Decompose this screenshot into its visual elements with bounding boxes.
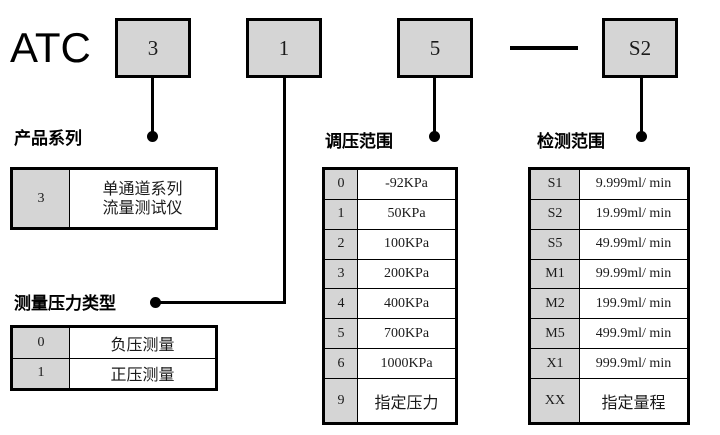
table-row: 2 100KPa (324, 228, 456, 260)
cell-value: 50KPa (357, 198, 456, 230)
section-title-product-series: 产品系列 (14, 129, 82, 148)
cell-value: 700KPa (357, 318, 456, 350)
connector-line-product-series (151, 78, 154, 136)
cell-code: 6 (324, 348, 358, 380)
cell-code: 3 (12, 169, 70, 228)
cell-value-line1: 单通道系列 (102, 180, 183, 198)
table-row: 1 50KPa (324, 198, 456, 230)
table-row: S1 9.999ml/ min (530, 169, 688, 200)
connector-dot-detection-range (636, 131, 647, 142)
cell-code: 9 (324, 378, 358, 423)
cell-value: 9.999ml/ min (579, 169, 688, 200)
table-row: M5 499.9ml/ min (530, 318, 688, 350)
cell-code: 5 (324, 318, 358, 350)
cell-value: 负压测量 (69, 327, 216, 359)
cell-code: S1 (530, 169, 580, 200)
connector-dot-product-series (147, 131, 158, 142)
connector-dot-pressure-type (150, 297, 161, 308)
cell-code: 4 (324, 288, 358, 320)
cell-code: M1 (530, 258, 580, 290)
cell-code: 0 (324, 169, 358, 200)
connector-dot-pressure-range (429, 131, 440, 142)
cell-code: M5 (530, 318, 580, 350)
code-box-pressure-range[interactable]: 5 (397, 18, 473, 78)
cell-code: 3 (324, 258, 358, 290)
table-pressure-range: 0 -92KPa 1 50KPa 2 100KPa 3 200KPa 4 400… (322, 167, 458, 425)
table-row: 4 400KPa (324, 288, 456, 320)
cell-value: 49.99ml/ min (579, 228, 688, 260)
table-row: M1 99.99ml/ min (530, 258, 688, 290)
cell-code: 1 (12, 357, 70, 389)
cell-value: 正压测量 (69, 357, 216, 389)
cell-value: 499.9ml/ min (579, 318, 688, 350)
table-row: 1 正压测量 (12, 357, 216, 389)
cell-value: 99.99ml/ min (579, 258, 688, 290)
table-row: 0 负压测量 (12, 327, 216, 359)
code-box-pressure-type[interactable]: 1 (246, 18, 322, 78)
table-pressure-type: 0 负压测量 1 正压测量 (10, 325, 218, 391)
cell-value: 指定量程 (579, 378, 688, 423)
separator-dash (510, 46, 578, 50)
cell-code: 1 (324, 198, 358, 230)
cell-code: S2 (530, 198, 580, 230)
connector-line-pressure-range (433, 78, 436, 136)
section-title-detection-range: 检测范围 (537, 132, 605, 151)
table-product-series: 3 单通道系列 流量测试仪 (10, 167, 218, 230)
cell-code: 2 (324, 228, 358, 260)
code-box-detection-range[interactable]: S2 (602, 18, 678, 78)
cell-value: 单通道系列 流量测试仪 (69, 169, 216, 228)
cell-value: -92KPa (357, 169, 456, 200)
cell-value: 400KPa (357, 288, 456, 320)
cell-value-line2: 流量测试仪 (102, 199, 183, 217)
cell-value: 999.9ml/ min (579, 348, 688, 380)
brand-label: ATC (10, 24, 91, 71)
table-row: 5 700KPa (324, 318, 456, 350)
cell-code: M2 (530, 288, 580, 320)
table-row: 3 单通道系列 流量测试仪 (12, 169, 216, 228)
table-row: 9 指定压力 (324, 378, 456, 423)
section-title-pressure-range: 调压范围 (325, 132, 393, 151)
connector-line-pressure-type-horizontal (155, 301, 286, 304)
table-row: S2 19.99ml/ min (530, 198, 688, 230)
table-row: 3 200KPa (324, 258, 456, 290)
cell-value: 1000KPa (357, 348, 456, 380)
cell-value: 指定压力 (357, 378, 456, 423)
table-row: M2 199.9ml/ min (530, 288, 688, 320)
cell-code: XX (530, 378, 580, 423)
cell-value: 199.9ml/ min (579, 288, 688, 320)
table-row: X1 999.9ml/ min (530, 348, 688, 380)
code-box-product-series[interactable]: 3 (115, 18, 191, 78)
cell-value: 19.99ml/ min (579, 198, 688, 230)
table-row: S5 49.99ml/ min (530, 228, 688, 260)
connector-line-detection-range (640, 78, 643, 136)
section-title-pressure-type: 测量压力类型 (14, 294, 116, 313)
table-row: 6 1000KPa (324, 348, 456, 380)
connector-line-pressure-type-vertical (283, 78, 286, 304)
cell-value: 100KPa (357, 228, 456, 260)
cell-value: 200KPa (357, 258, 456, 290)
cell-code: X1 (530, 348, 580, 380)
table-row: 0 -92KPa (324, 169, 456, 200)
table-detection-range: S1 9.999ml/ min S2 19.99ml/ min S5 49.99… (528, 167, 690, 425)
cell-code: 0 (12, 327, 70, 359)
cell-code: S5 (530, 228, 580, 260)
table-row: XX 指定量程 (530, 378, 688, 423)
